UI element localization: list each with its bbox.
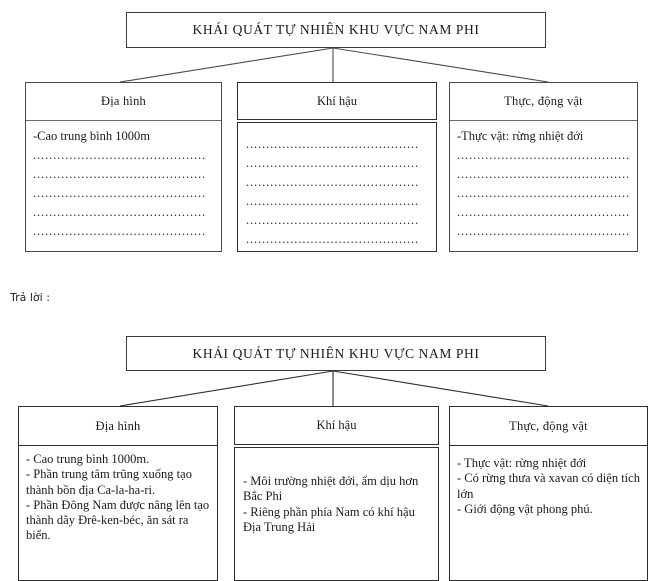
diagram-answer-column-dia-hinh: Địa hình - Cao trung bình 1000m. - Phần … [18,406,218,581]
answer-item: - Cao trung bình 1000m. [26,452,150,466]
answer-item: - Giới động vật phong phú. [457,501,593,516]
answer-column-header-dia-hinh: Địa hình [19,407,217,446]
blank-lines-khi-hau[interactable]: ........................................… [246,135,430,249]
answer-item: - Thực vật: rừng nhiệt đới [457,456,587,470]
answer-item: - Phần Đông Nam được nâng lên tạo thành … [26,497,210,543]
blank-line[interactable]: ........................................… [33,148,207,163]
answer-item: - Phần trung tâm trũng xuống tạo thành b… [26,467,192,497]
diagram-answer-title: KHÁI QUÁT TỰ NHIÊN KHU VỰC NAM PHI [126,336,546,371]
answer-column-body-khi-hau: - Môi trường nhiệt đới, ẩm dịu hơn Bắc P… [234,447,439,581]
blank-line[interactable]: ........................................… [33,205,207,220]
column-body-dia-hinh[interactable]: -Cao trung bình 1000m ..................… [26,121,221,245]
diagram-blank-column-thuc-dong-vat: Thực, động vật -Thực vật: rừng nhiệt đới… [449,82,638,252]
blank-line[interactable]: ........................................… [457,205,631,220]
blank-line[interactable]: ........................................… [246,156,420,170]
blank-line[interactable]: ........................................… [457,224,631,239]
blank-line[interactable]: ........................................… [246,232,420,246]
diagram-blank-title: KHÁI QUÁT TỰ NHIÊN KHU VỰC NAM PHI [126,12,546,48]
answer-item: - Có rừng thưa và xavan có diện tích lớn [457,471,640,501]
diagram-answer-column-thuc-dong-vat: Thực, động vật - Thực vật: rừng nhiệt đớ… [449,406,648,581]
blank-line[interactable]: ........................................… [457,186,631,201]
column-header-dia-hinh: Địa hình [26,83,221,121]
blank-line[interactable]: ........................................… [246,194,420,208]
column-header-khi-hau-blank: Khí hậu [237,82,437,120]
blank-line[interactable]: ........................................… [33,167,207,182]
blank-line[interactable]: ........................................… [246,175,420,189]
column-header-thuc-dong-vat: Thực, động vật [450,83,637,121]
blank-line[interactable]: ........................................… [246,213,420,227]
blank-lines-dia-hinh[interactable]: ........................................… [33,146,215,241]
answer-label: Trả lời : [10,291,50,304]
answer-column-body-thuc-dong-vat: - Thực vật: rừng nhiệt đới - Có rừng thư… [450,446,647,521]
blank-line[interactable]: ........................................… [33,224,207,239]
answer-column-body-dia-hinh: - Cao trung bình 1000m. - Phần trung tâm… [19,446,217,548]
answer-item: - Môi trường nhiệt đới, ẩm dịu hơn Bắc P… [243,474,419,504]
blank-lines-thuc-dong-vat[interactable]: ........................................… [457,146,631,241]
blank-line[interactable]: ........................................… [33,186,207,201]
blank-line[interactable]: ........................................… [457,148,631,163]
column-body-khi-hau-blank[interactable]: ........................................… [237,122,437,252]
prefilled-text-thuc-dong-vat: -Thực vật: rừng nhiệt đới [457,129,584,143]
column-body-thuc-dong-vat[interactable]: -Thực vật: rừng nhiệt đới ..............… [450,121,637,245]
diagram-blank-column-dia-hinh: Địa hình -Cao trung bình 1000m .........… [25,82,222,252]
blank-line[interactable]: ........................................… [457,167,631,182]
answer-column-header-thuc-dong-vat: Thực, động vật [450,407,647,446]
blank-line[interactable]: ........................................… [246,137,420,151]
answer-item: - Riêng phần phía Nam có khí hậu Địa Tru… [243,504,415,534]
prefilled-text-dia-hinh: -Cao trung bình 1000m [33,129,151,143]
answer-column-header-khi-hau: Khí hậu [234,406,439,445]
